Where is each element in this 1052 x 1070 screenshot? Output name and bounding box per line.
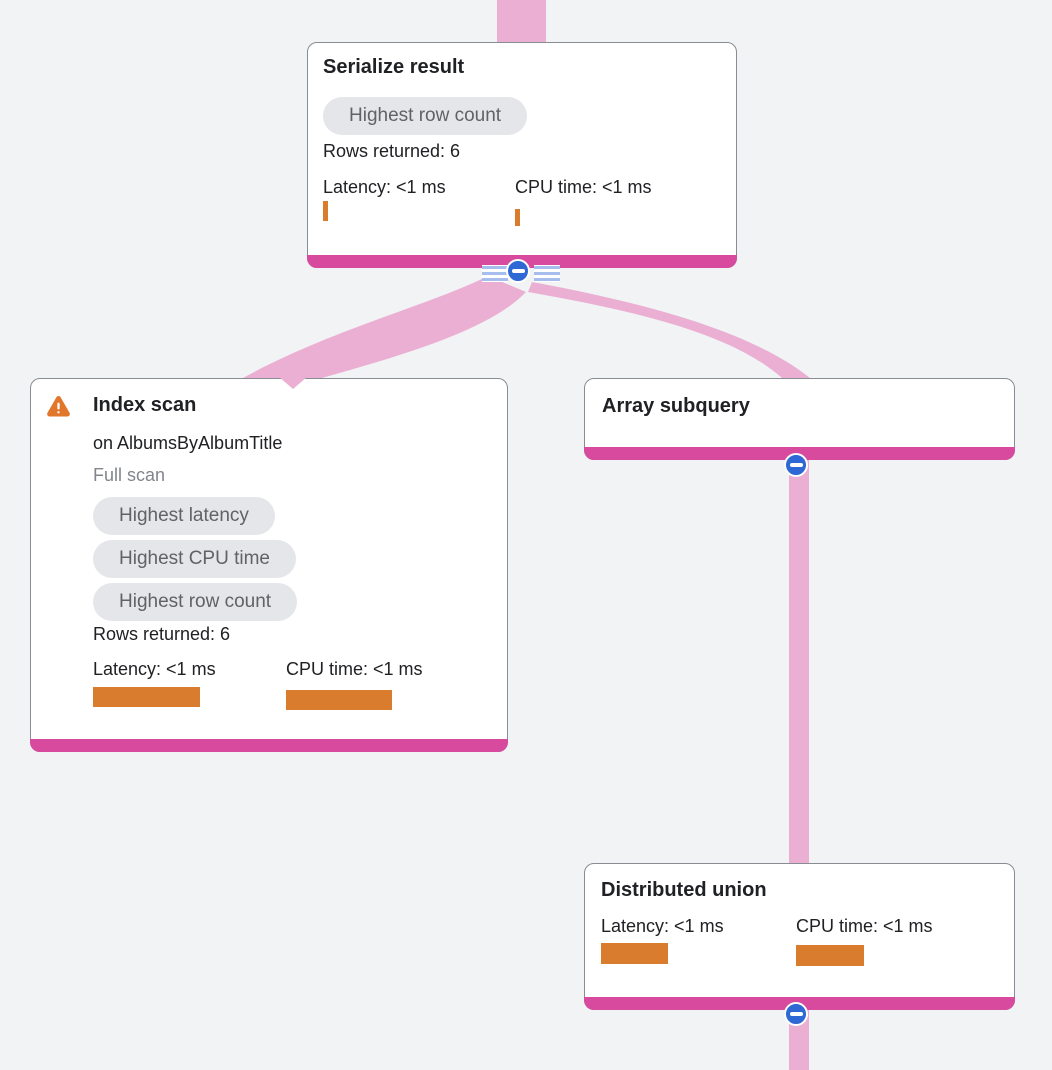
edge-serialize-result-to-index-scan xyxy=(243,276,526,378)
collapse-button-serialize-result[interactable] xyxy=(506,259,530,283)
cpu-time-label: CPU time: <1 ms xyxy=(515,177,652,197)
edge-array-subquery-to-distributed-union xyxy=(789,460,809,866)
edge-arrow-tip xyxy=(279,377,307,389)
badge-highest-cpu-time: Highest CPU time xyxy=(93,540,296,578)
cpu-time-label: CPU time: <1 ms xyxy=(286,659,423,679)
node-array-subquery[interactable]: Array subquery xyxy=(584,378,1015,460)
warning-icon xyxy=(47,396,70,417)
node-accent-bar xyxy=(30,739,508,752)
edge-stripes-right xyxy=(534,265,560,282)
node-distributed-union[interactable]: Distributed union Latency: <1 ms CPU tim… xyxy=(584,863,1015,1010)
node-title: Index scan xyxy=(93,394,197,416)
latency-bar xyxy=(601,943,668,964)
cpu-time-bar xyxy=(286,690,392,710)
edge-root-to-serialize-result xyxy=(497,0,546,44)
badge-highest-row-count: Highest row count xyxy=(93,583,298,621)
node-title: Distributed union xyxy=(601,879,767,901)
node-index-scan[interactable]: Index scan on AlbumsByAlbumTitle Full sc… xyxy=(30,378,508,752)
collapse-button-distributed-union[interactable] xyxy=(784,1002,808,1026)
latency-label: Latency: <1 ms xyxy=(93,659,216,679)
minus-icon xyxy=(789,463,803,467)
latency-label: Latency: <1 ms xyxy=(601,916,724,936)
edge-stripes-left xyxy=(482,265,508,282)
node-serialize-result[interactable]: Serialize result Highest row count Rows … xyxy=(307,42,737,268)
badge-highest-row-count: Highest row count xyxy=(323,97,528,135)
minus-icon xyxy=(789,1012,803,1016)
rows-returned: Rows returned: 6 xyxy=(323,141,461,161)
rows-returned: Rows returned: 6 xyxy=(93,624,231,644)
node-title: Array subquery xyxy=(602,395,750,417)
node-title: Serialize result xyxy=(323,56,465,78)
cpu-time-label: CPU time: <1 ms xyxy=(796,916,933,936)
minus-icon xyxy=(511,269,525,273)
latency-bar xyxy=(93,687,200,707)
scan-type: Full scan xyxy=(93,465,166,485)
latency-bar xyxy=(323,201,328,221)
node-subtitle: on AlbumsByAlbumTitle xyxy=(93,433,283,453)
collapse-button-array-subquery[interactable] xyxy=(784,453,808,477)
cpu-time-bar xyxy=(515,209,520,226)
latency-label: Latency: <1 ms xyxy=(323,177,446,197)
cpu-time-bar xyxy=(796,945,864,966)
edge-serialize-result-to-array-subquery xyxy=(528,282,810,378)
badge-highest-latency: Highest latency xyxy=(93,497,275,535)
